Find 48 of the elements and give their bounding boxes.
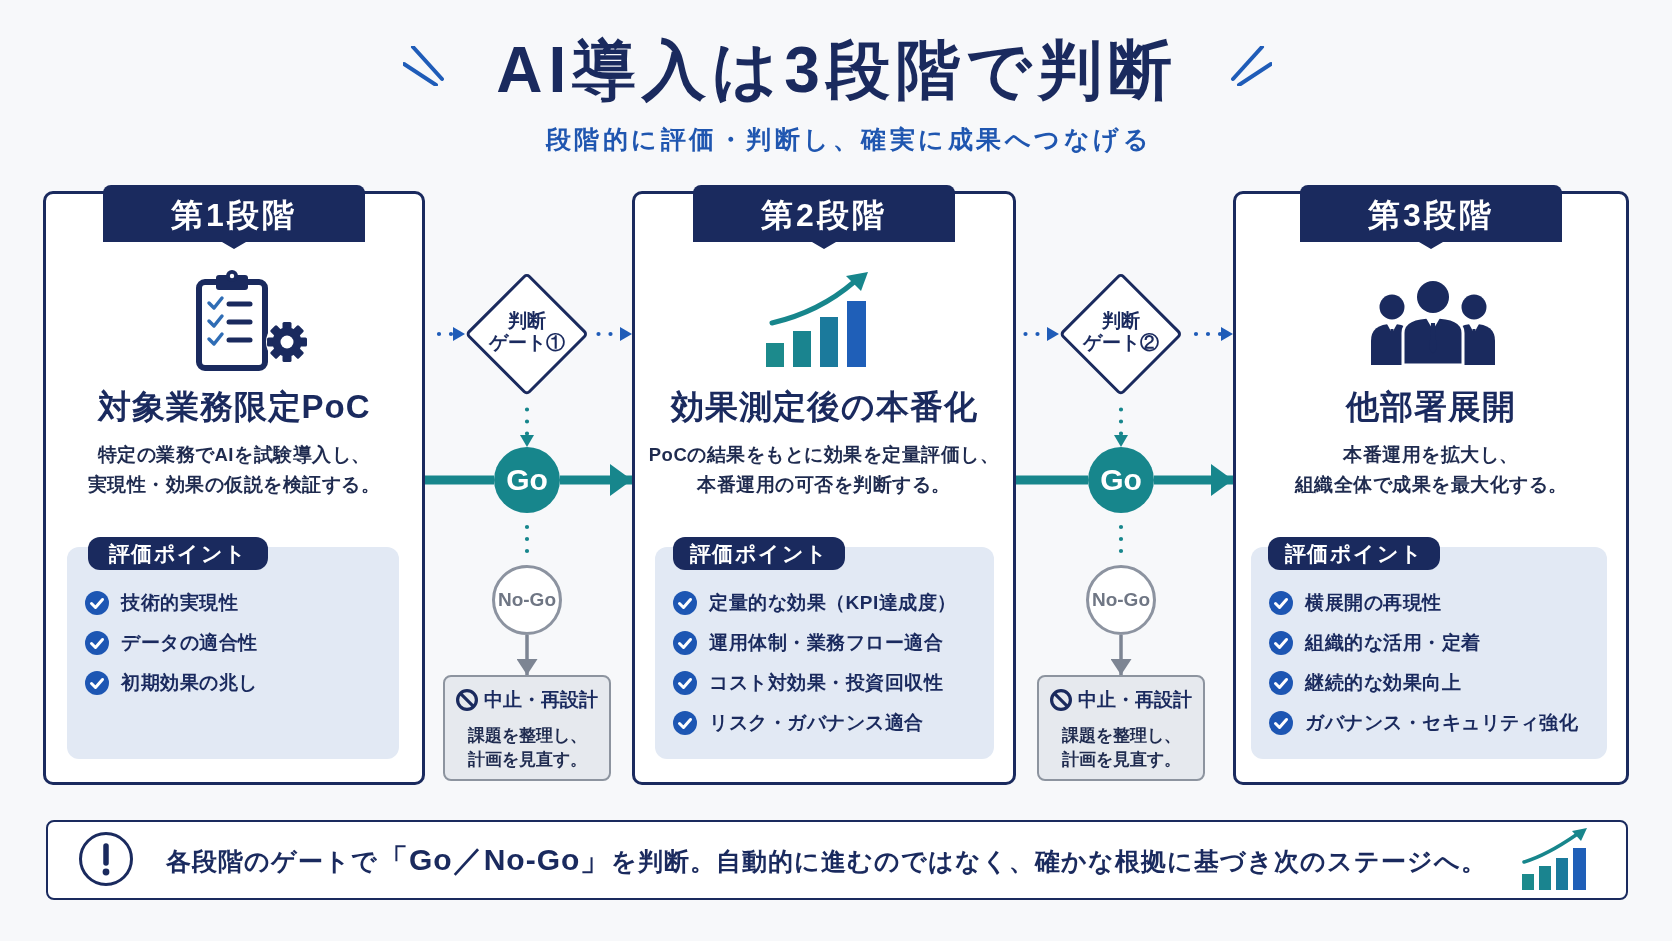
section-tag: 評価ポイント: [88, 537, 268, 570]
stop-box: [1037, 675, 1205, 781]
gate-label: 判断ゲート①: [489, 310, 565, 355]
gate-label: 判断ゲート②: [1083, 310, 1159, 355]
stage-card: [632, 191, 1016, 785]
flow-arrow: [560, 464, 632, 496]
go-circle: Go: [1088, 447, 1154, 513]
stage-banner: 第3段階: [1300, 185, 1562, 249]
stage-heading: 他部署展開: [1346, 387, 1516, 427]
checklist-item: 定量的な効果（KPI達成度）: [709, 591, 957, 615]
stop-description: 課題を整理し、計画を見直す。: [467, 725, 587, 771]
note-box: [46, 820, 1628, 900]
checklist-item: 運用体制・業務フロー適合: [709, 631, 943, 655]
checklist-item: リスク・ガバナンス適合: [709, 711, 924, 735]
checklist-item: 技術的実現性: [121, 591, 238, 615]
stage-card: [1233, 191, 1629, 785]
stop-title: 中止・再設計: [484, 688, 598, 712]
subtitle: 段階的に評価・判断し、確実に成果へつなげる: [545, 124, 1153, 155]
title: AI導入は3段階で判断: [496, 33, 1178, 108]
stage-description: 本番運用を拡大し、組織全体で成果を最大化する。: [1294, 443, 1568, 497]
go-circle: Go: [494, 447, 560, 513]
flow-line: [425, 475, 494, 485]
stop-description: 課題を整理し、計画を見直す。: [1061, 725, 1181, 771]
checklist-item: 横展開の再現性: [1305, 591, 1442, 615]
section-tag: 評価ポイント: [1268, 537, 1440, 570]
no-go-circle: No-Go: [492, 565, 562, 635]
note-text: 各段階のゲートで「Go／No-Go」を判断。自動的に進むのではなく、確かな根拠に基づき次のステージへ。: [166, 841, 1488, 878]
stage-description: PoCの結果をもとに効果を定量評価し、本番運用の可否を判断する。: [648, 443, 1000, 497]
arrow: [1110, 635, 1132, 675]
stage-heading: 効果測定後の本番化: [670, 387, 978, 427]
section-tag: 評価ポイント: [673, 537, 845, 570]
stop-box: [443, 675, 611, 781]
arrow: [516, 635, 538, 675]
stage-description: 特定の業務でAIを試験導入し、実現性・効果の仮説を検証する。: [87, 443, 381, 497]
stop-title: 中止・再設計: [1078, 688, 1192, 712]
checklist-item: コスト対効果・投資回収性: [709, 671, 943, 695]
stage-card: [43, 191, 425, 785]
checklist-item: データの適合性: [121, 631, 258, 655]
checklist-item: 組織的な活用・定着: [1305, 631, 1481, 655]
flow-line: [1016, 475, 1088, 485]
flow-arrow: [1154, 464, 1233, 496]
checklist-item: 継続的な効果向上: [1305, 671, 1461, 695]
checklist-item: 初期効果の兆し: [121, 671, 258, 695]
stage-banner: 第2段階: [693, 185, 955, 249]
stage-heading: 対象業務限定PoC: [97, 387, 371, 427]
checklist-item: ガバナンス・セキュリティ強化: [1305, 711, 1578, 735]
no-go-circle: No-Go: [1086, 565, 1156, 635]
stage-banner: 第1段階: [103, 185, 365, 249]
